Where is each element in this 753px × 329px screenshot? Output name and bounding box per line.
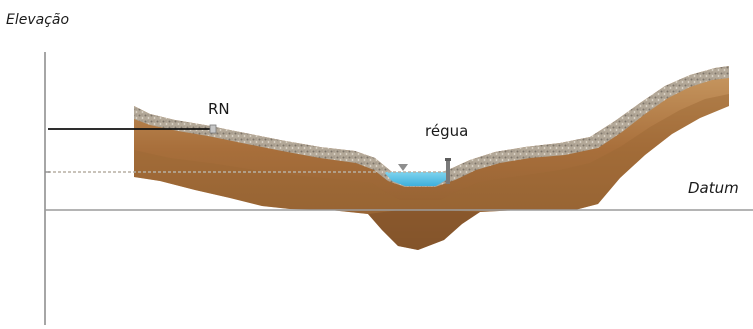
benchmark-marker [210,125,216,133]
staff-gauge-label: régua [425,123,468,139]
benchmark-label: RN [208,101,230,117]
water-level-marker-icon [398,164,408,171]
datum-label: Datum [688,180,739,196]
staff-gauge [446,160,450,184]
elevation-axis-label: Elevação [6,12,69,28]
terrain-shadow [368,210,480,250]
